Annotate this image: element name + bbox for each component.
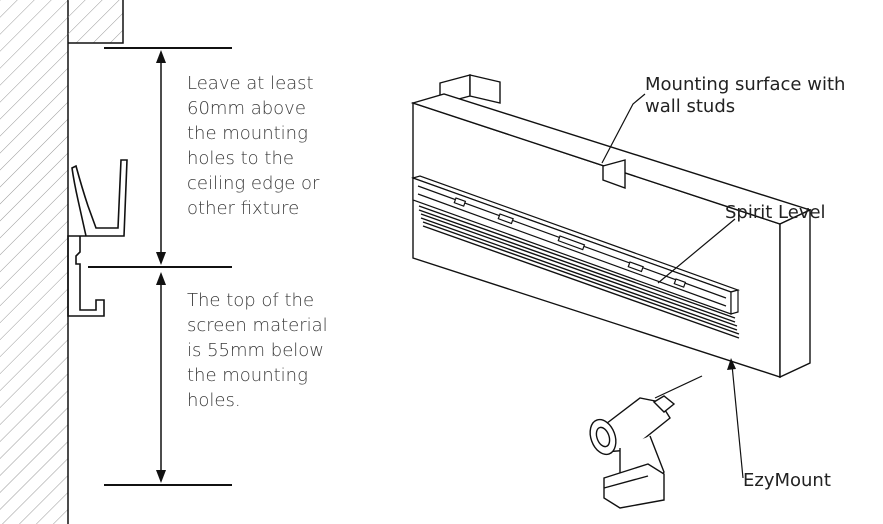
drop-note-line: is 55mm below	[187, 340, 325, 361]
drop-note: The top of the screen material is 55mm b…	[187, 288, 328, 413]
drop-note-line: The top of the	[187, 290, 315, 311]
spirit-level-leader-line	[657, 218, 736, 284]
mounting-surface-label-line: wall studs	[645, 96, 736, 117]
drop-note-line: screen material	[187, 315, 328, 336]
clearance-note-line: ceiling edge or	[187, 173, 320, 194]
mounting-surface-label: Mounting surface with wall studs	[645, 74, 845, 118]
spirit-level	[411, 175, 740, 315]
clearance-dimension-arrow	[156, 50, 166, 265]
drop-note-line: holes.	[187, 390, 241, 411]
clearance-note-line: Leave at least	[187, 73, 314, 94]
drill-icon	[589, 375, 703, 509]
mounting-surface-label-line: Mounting surface with	[645, 74, 846, 95]
ceiling-block	[68, 0, 123, 43]
drop-note-line: the mounting	[187, 365, 308, 386]
clearance-note: Leave at least 60mm above the mounting h…	[187, 71, 319, 221]
mounting-surface	[410, 74, 812, 379]
clearance-note-line: 60mm above	[187, 98, 306, 119]
spirit-level-label: Spirit Level	[725, 202, 826, 223]
wall-hatch	[0, 0, 68, 524]
ezymount-leader-arrow	[727, 358, 736, 370]
ezymount-label: EzyMount	[743, 470, 831, 491]
clearance-note-line: other fixture	[187, 198, 300, 219]
ezymount-leader-line	[731, 364, 744, 479]
clearance-note-line: holes to the	[187, 148, 294, 169]
ezymount-rail	[418, 205, 740, 339]
drop-dimension-arrow	[156, 272, 166, 483]
ezymount-bracket-profile	[67, 159, 128, 317]
clearance-note-line: the mounting	[187, 123, 308, 144]
wall-section	[0, 0, 124, 524]
surface-leader-line	[601, 93, 646, 164]
